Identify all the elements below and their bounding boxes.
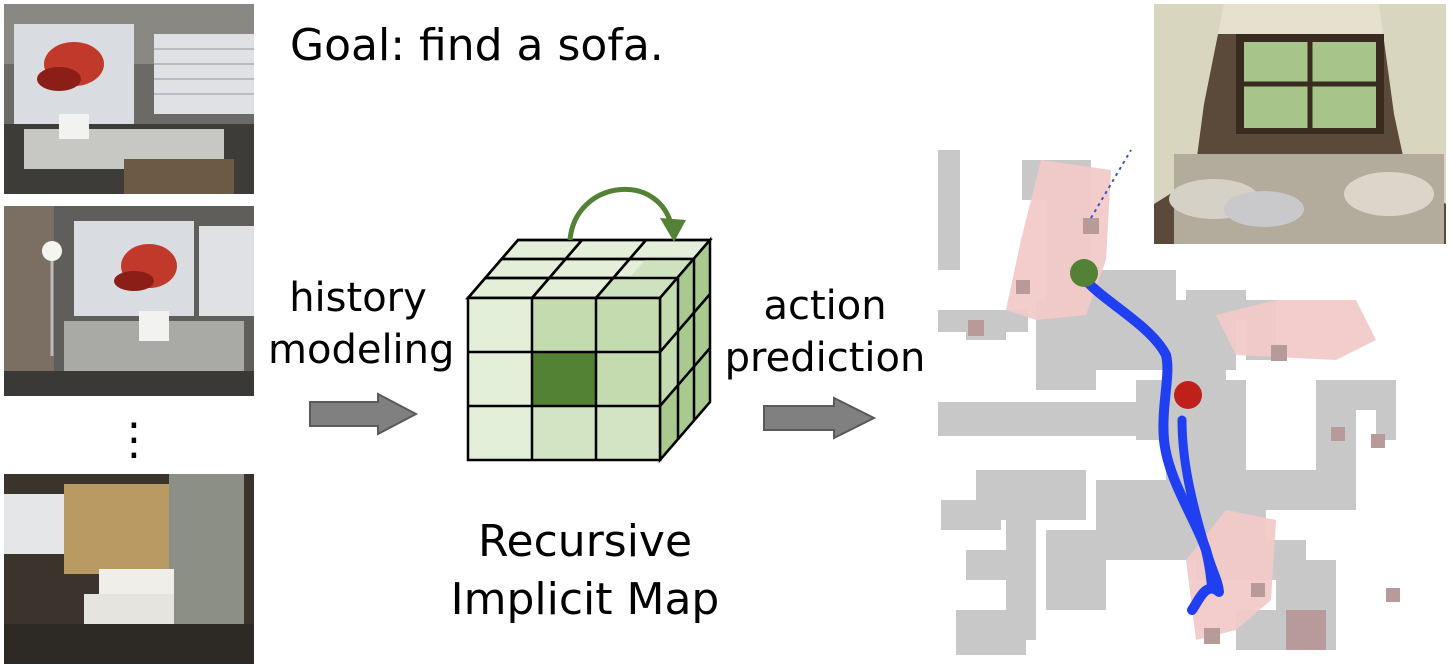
history-label-line2: modeling (268, 327, 455, 373)
sofa-view-frame (1154, 4, 1446, 244)
cube-front-face (468, 298, 660, 460)
goal-text: Goal: find a sofa. (290, 20, 664, 71)
history-label: history modeling (268, 275, 455, 373)
observation-frame-1 (4, 4, 254, 194)
topdown-map (938, 149, 1400, 655)
action-arrow (763, 396, 877, 440)
implicit-map-cube (465, 186, 713, 464)
observation-frame-2 (4, 206, 254, 396)
bedroom-photo (4, 474, 254, 664)
action-label-line2: prediction (724, 335, 926, 381)
history-arrow (309, 392, 419, 436)
map-title-line2: Implicit Map (450, 574, 720, 625)
ellipsis: ⋮ (112, 414, 156, 465)
goal-marker (1174, 381, 1202, 409)
history-label-line1: history (289, 275, 427, 321)
map-title-line1: Recursive (477, 516, 693, 567)
start-marker (1070, 259, 1098, 287)
living-room-photo-1 (4, 4, 254, 194)
observation-frame-3 (4, 474, 254, 664)
action-label-line1: action (763, 283, 887, 329)
map-title: Recursive Implicit Map (405, 520, 765, 622)
living-room-photo-2 (4, 206, 254, 396)
agent-trajectory (1079, 273, 1224, 615)
sofa-photo (1154, 4, 1446, 244)
map-objects (968, 218, 1400, 650)
recursion-arrowhead (660, 218, 686, 242)
cube-highlight-cell (532, 352, 596, 406)
inset-pointer-line (1090, 149, 1132, 219)
recursion-arrow (567, 186, 675, 241)
action-label: action prediction (720, 286, 930, 378)
